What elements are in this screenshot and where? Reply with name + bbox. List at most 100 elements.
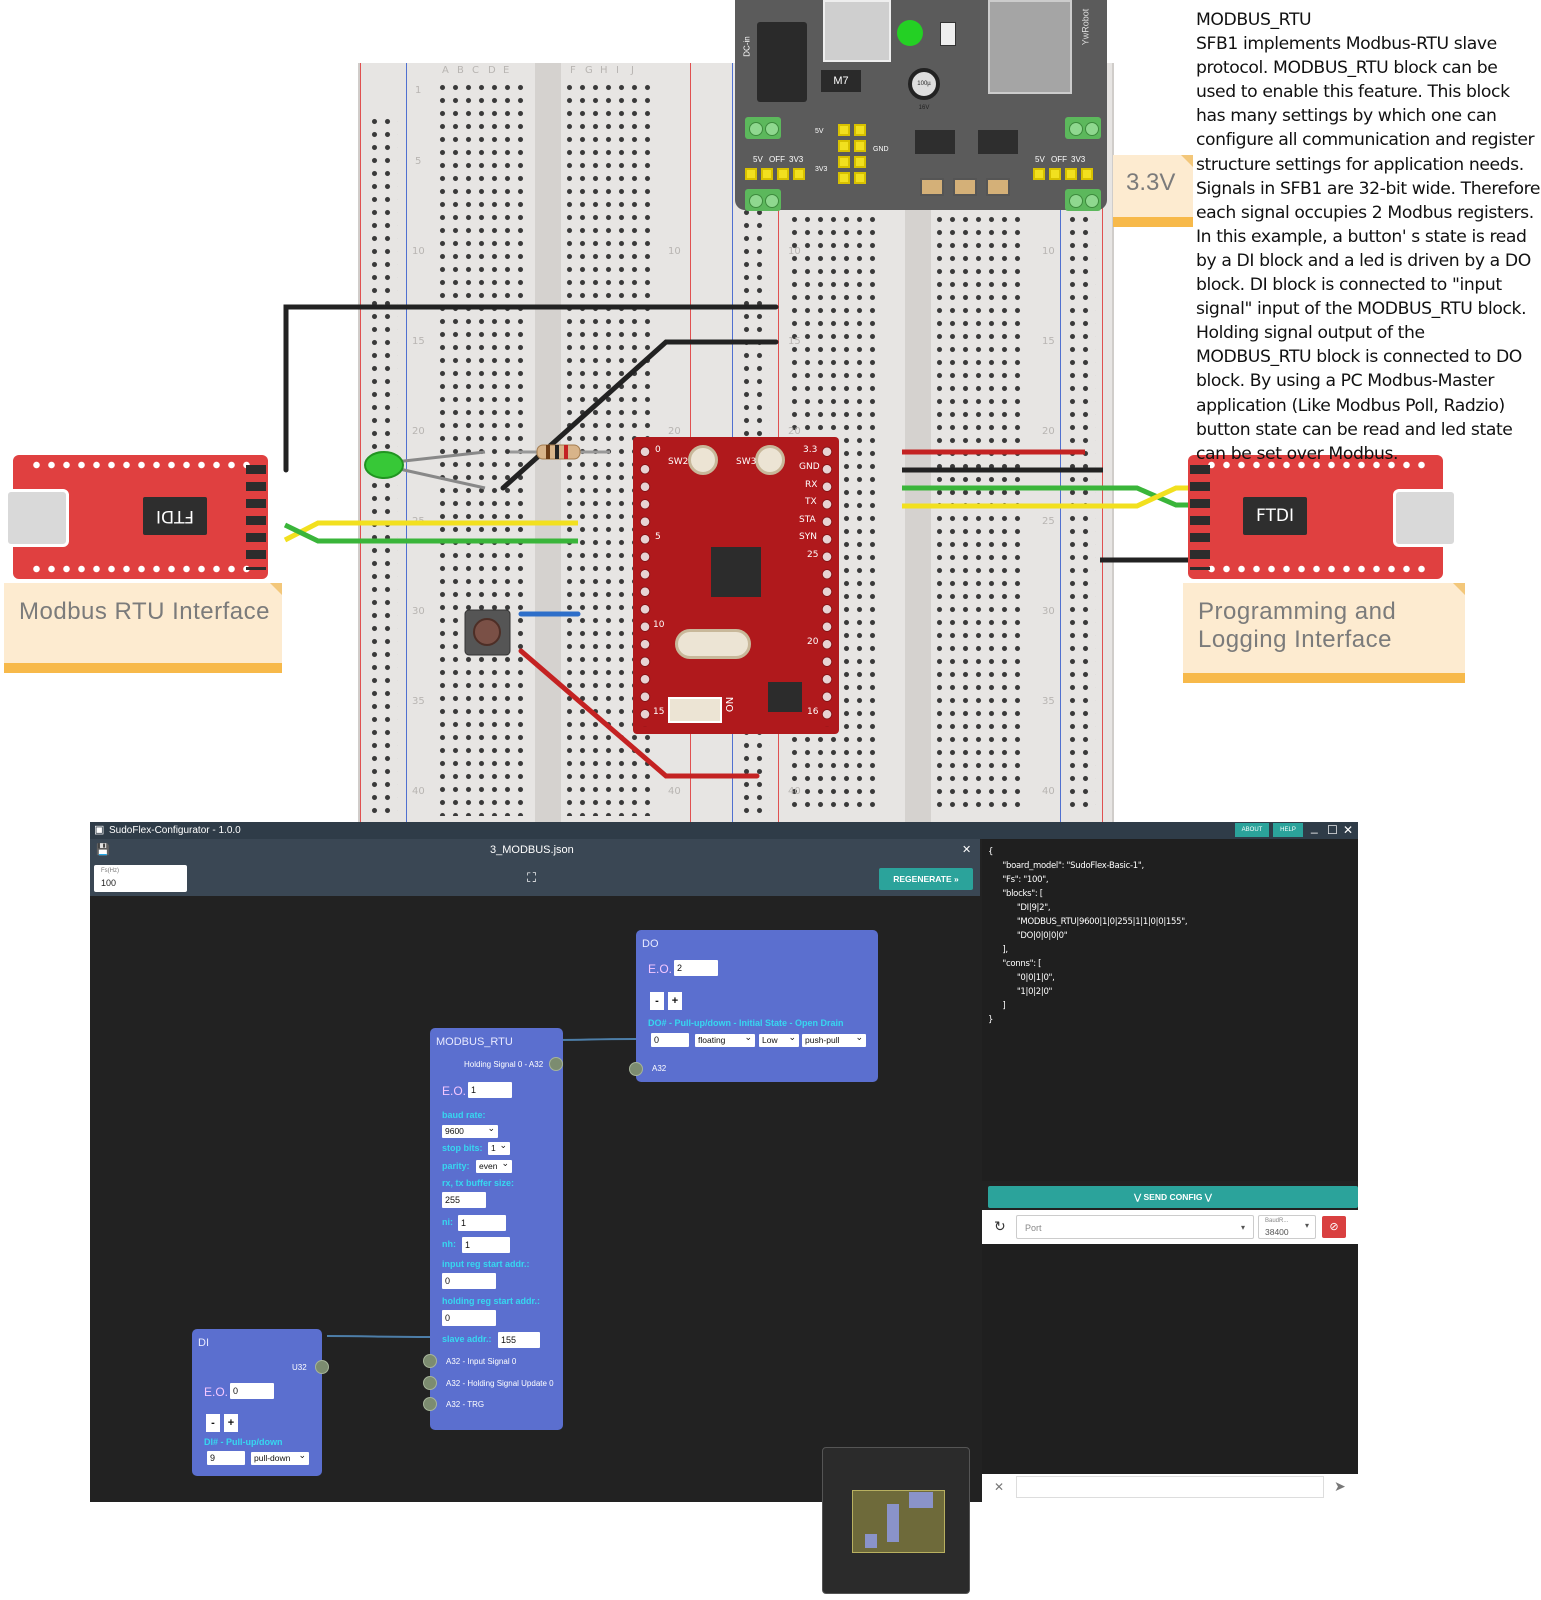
bb-row-number: 20 bbox=[788, 426, 801, 437]
header-pin bbox=[838, 140, 850, 152]
modbus-output-port[interactable] bbox=[549, 1057, 563, 1071]
maximize-icon[interactable]: ☐ bbox=[1327, 823, 1338, 837]
disconnected-link-icon[interactable]: ⊘ bbox=[1322, 1216, 1346, 1238]
parity-select[interactable]: even bbox=[476, 1157, 512, 1173]
di-eo-input[interactable]: 0 bbox=[230, 1383, 274, 1399]
json-line: "DO|0|0|0|0" bbox=[988, 931, 1068, 941]
do-minus-button[interactable]: - bbox=[650, 992, 664, 1010]
do-drive-select[interactable]: push-pull bbox=[802, 1031, 866, 1047]
ni-input[interactable]: 1 bbox=[458, 1215, 506, 1231]
modbus-eo-input[interactable]: 1 bbox=[468, 1082, 512, 1098]
dc-jack bbox=[757, 22, 807, 102]
baud-value: 38400 bbox=[1265, 1227, 1289, 1237]
sw-label: SW3 bbox=[736, 457, 757, 467]
note-programming-line2: Logging Interface bbox=[1198, 626, 1392, 653]
di-minus-button[interactable]: - bbox=[206, 1414, 220, 1432]
do-eo-label: E.O. bbox=[648, 962, 673, 976]
do-block[interactable]: DO E.O. 2 - + DO# - Pull-up/down - Initi… bbox=[629, 930, 878, 1082]
minimap[interactable] bbox=[822, 1447, 970, 1594]
bb-row-number: 15 bbox=[412, 336, 425, 347]
connections-layer bbox=[326, 1038, 637, 1338]
refresh-icon[interactable]: ↻ bbox=[994, 1218, 1006, 1234]
do-input-port[interactable] bbox=[629, 1062, 643, 1076]
bb-row-number: 15 bbox=[788, 336, 801, 347]
port-select[interactable]: Port ▾ bbox=[1016, 1215, 1254, 1239]
command-input[interactable] bbox=[1016, 1476, 1324, 1498]
dc-label: DC-in bbox=[742, 36, 752, 57]
stop-bits-select[interactable]: 1 bbox=[488, 1139, 510, 1155]
pin-label: STA bbox=[799, 515, 816, 525]
clear-icon[interactable]: ✕ bbox=[994, 1480, 1005, 1494]
send-icon[interactable]: ➤ bbox=[1334, 1478, 1346, 1494]
fs-value: 100 bbox=[101, 878, 117, 888]
di-block[interactable]: DI U32 E.O. 0 - + DI# - Pull-up/down 9 p… bbox=[192, 1329, 329, 1476]
send-config-button[interactable]: ⋁ SEND CONFIG ⋁ bbox=[988, 1186, 1358, 1208]
connection-line bbox=[326, 1335, 431, 1338]
do-state-select[interactable]: Low bbox=[759, 1031, 799, 1047]
smd-part bbox=[986, 178, 1010, 196]
help-button[interactable]: HELP bbox=[1273, 823, 1303, 837]
file-close-icon[interactable]: ✕ bbox=[962, 844, 972, 856]
block-canvas[interactable]: DO E.O. 2 - + DO# - Pull-up/down - Initi… bbox=[90, 896, 980, 1594]
switch-sw3 bbox=[755, 445, 785, 475]
di-plus-button[interactable]: + bbox=[224, 1414, 238, 1432]
note-stripe bbox=[4, 663, 282, 673]
pin-number: 20 bbox=[807, 637, 819, 647]
fs-input[interactable]: Fs(Hz) 100 bbox=[94, 865, 187, 892]
wire-black bbox=[283, 304, 779, 473]
about-button[interactable]: ABOUT bbox=[1235, 823, 1269, 837]
do-plus-button[interactable]: + bbox=[668, 992, 682, 1010]
do-pull-select[interactable]: floating bbox=[695, 1031, 755, 1047]
note-programming-line1: Programming and bbox=[1198, 598, 1397, 625]
bb-row-number: 10 bbox=[668, 246, 681, 257]
rail-line-red bbox=[360, 63, 361, 825]
modbus-rtu-block[interactable]: MODBUS_RTU Holding Signal 0 - A32 E.O. 1… bbox=[423, 1028, 563, 1430]
baud-select[interactable]: BaudR... 38400 ▾ bbox=[1258, 1215, 1316, 1239]
fit-view-icon[interactable]: ⛶ bbox=[527, 870, 537, 885]
do-num-input[interactable]: 0 bbox=[651, 1033, 689, 1047]
holding-reg-input[interactable]: 0 bbox=[442, 1310, 496, 1326]
modbus-input-port[interactable] bbox=[423, 1354, 437, 1368]
do-eo-input[interactable]: 2 bbox=[674, 960, 718, 976]
ftdi-chip: FTDI bbox=[143, 497, 207, 535]
baud-rate-select[interactable]: 9600 bbox=[442, 1122, 498, 1138]
json-line: "1|0|2|0" bbox=[988, 987, 1053, 997]
terminal-pair bbox=[1065, 117, 1101, 139]
buffer-size-input[interactable]: 255 bbox=[442, 1192, 486, 1208]
rail-line-red bbox=[1102, 63, 1103, 825]
di-num-input[interactable]: 9 bbox=[207, 1451, 245, 1465]
usb-icon bbox=[5, 489, 69, 547]
bb-letter: J bbox=[631, 65, 634, 76]
minimap-block bbox=[909, 1492, 933, 1508]
pin-label: SYN bbox=[799, 532, 817, 542]
minimize-icon[interactable]: _ bbox=[1311, 820, 1318, 834]
di-output-port[interactable] bbox=[315, 1360, 329, 1374]
bb-letter: F bbox=[570, 65, 576, 76]
bb-letter: B bbox=[457, 65, 464, 76]
header-pin bbox=[854, 140, 866, 152]
note-modbus-label: Modbus RTU Interface bbox=[19, 598, 270, 625]
json-line: "board_model": "SudoFlex-Basic-1", bbox=[988, 861, 1144, 871]
pin-number: 5 bbox=[655, 532, 661, 542]
on-label: ON bbox=[725, 696, 737, 713]
pushbutton-cap bbox=[473, 618, 501, 646]
title-bar: ▣ SudoFlex-Configurator - 1.0.0 ABOUT HE… bbox=[90, 820, 1358, 839]
nh-input[interactable]: 1 bbox=[462, 1237, 510, 1253]
wire-yellow bbox=[283, 520, 578, 543]
header-pin bbox=[1081, 168, 1093, 180]
bb-row-number: 40 bbox=[1042, 786, 1055, 797]
modbus-input-port[interactable] bbox=[423, 1397, 437, 1411]
input-reg-input[interactable]: 0 bbox=[442, 1273, 496, 1289]
regenerate-button[interactable]: REGENERATE » bbox=[879, 868, 973, 890]
pin-number: 10 bbox=[653, 620, 665, 630]
modbus-input-port[interactable] bbox=[423, 1376, 437, 1390]
bb-row-number: 40 bbox=[412, 786, 425, 797]
di-pull-select[interactable]: pull-down bbox=[251, 1449, 309, 1465]
save-icon[interactable]: 💾 bbox=[96, 844, 110, 856]
header-pin bbox=[793, 168, 805, 180]
slave-addr-input[interactable]: 155 bbox=[498, 1332, 540, 1348]
bb-letter: I bbox=[616, 65, 619, 76]
modbus-in-port-label: A32 - Input Signal 0 bbox=[446, 1357, 517, 1366]
close-icon[interactable]: ✕ bbox=[1343, 823, 1354, 837]
ftdi-header bbox=[246, 465, 266, 570]
